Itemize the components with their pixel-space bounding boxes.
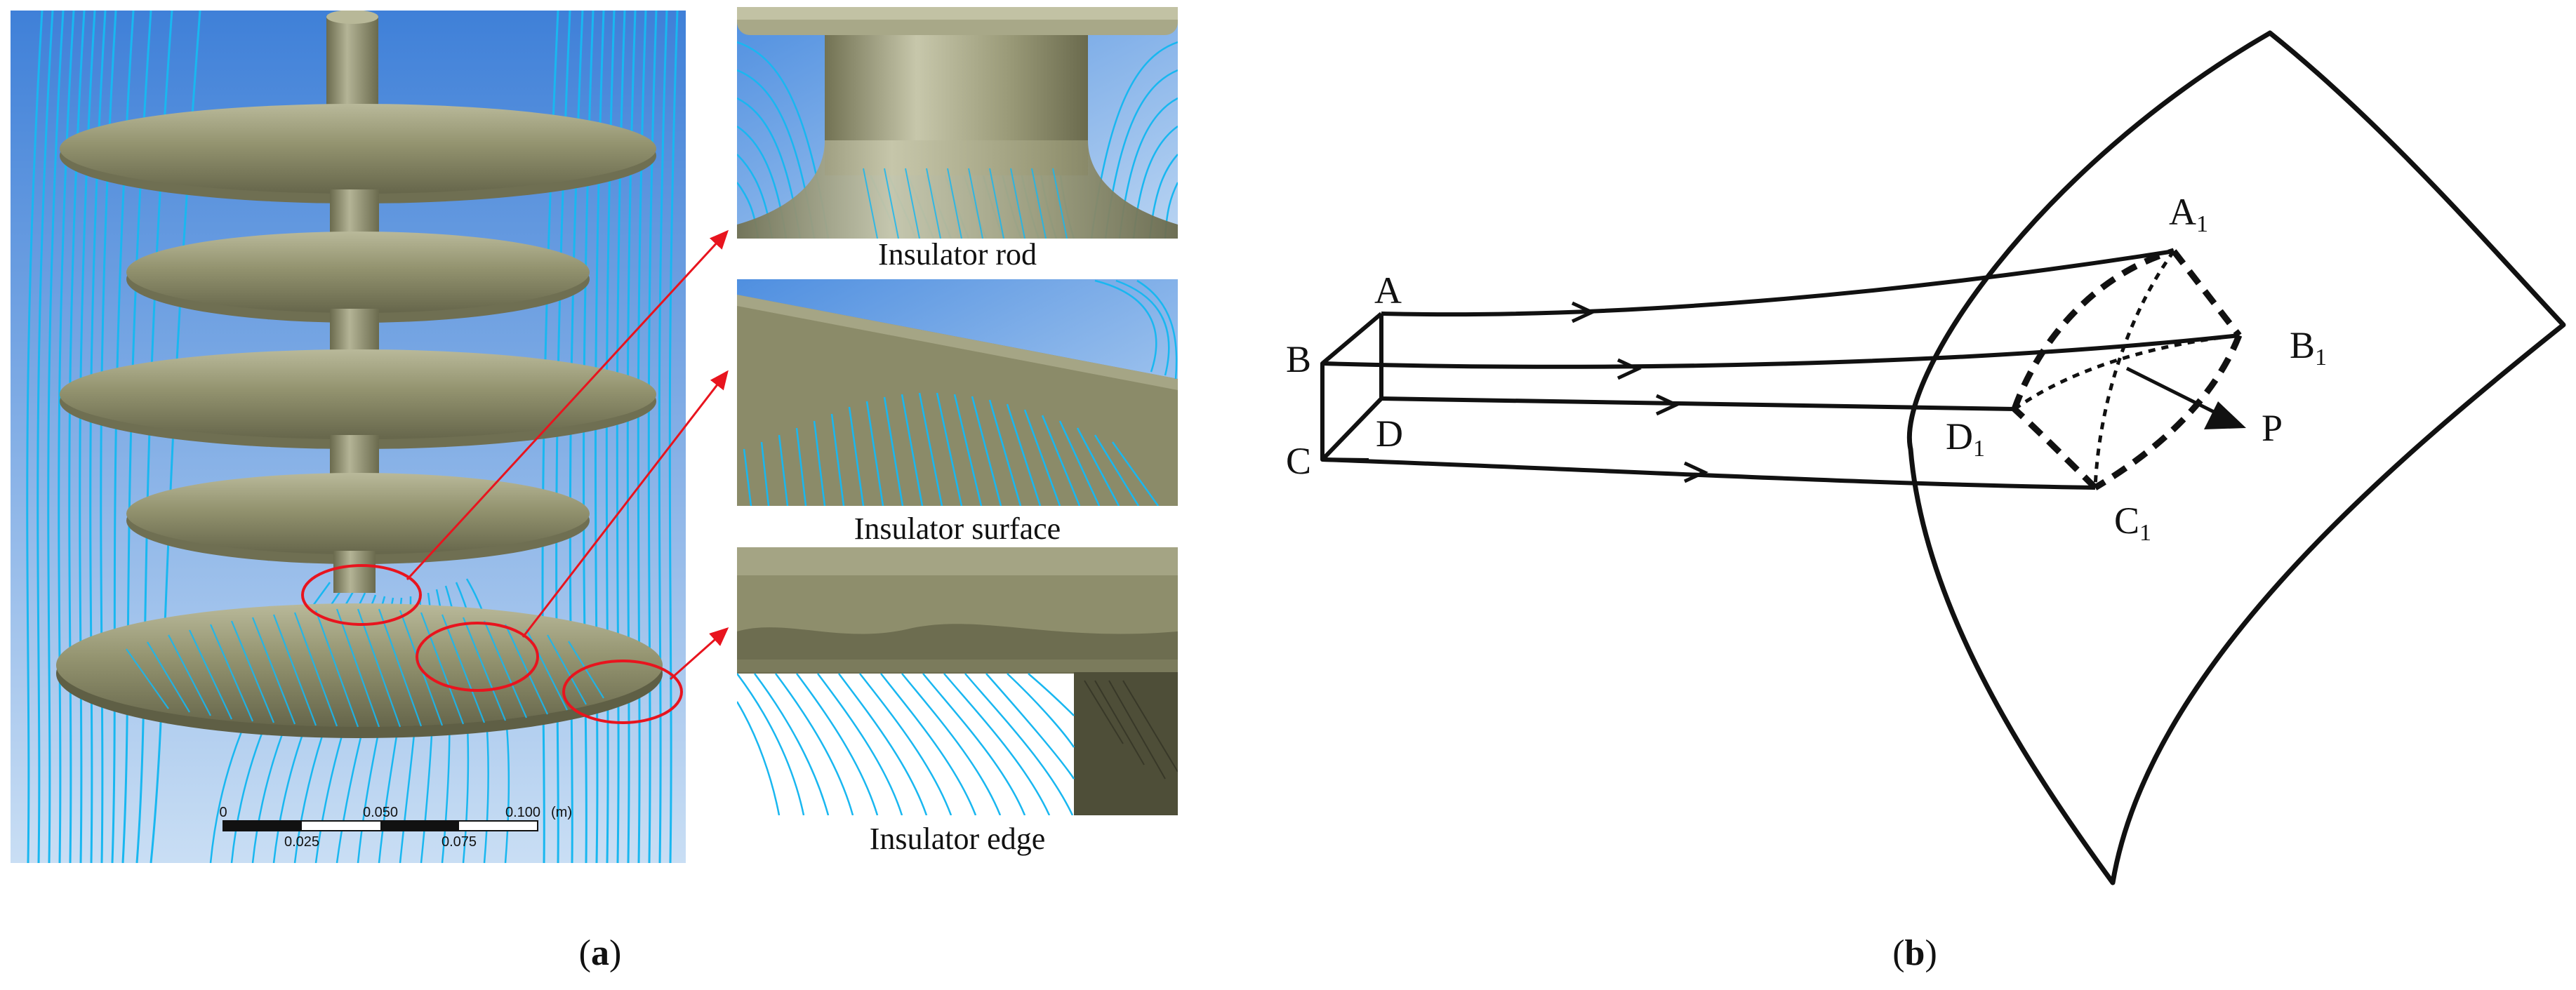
diag-d1-b1 — [2013, 333, 2240, 411]
flow-arrow-d — [1655, 394, 1680, 416]
flow-arrow-a — [1571, 301, 1596, 323]
rod-top-cap — [326, 11, 378, 24]
callout-rod — [301, 564, 422, 626]
label-b1: B1 — [2290, 324, 2327, 370]
stream-tubes — [1322, 249, 2240, 490]
main-simulation-view — [11, 11, 686, 863]
end-section — [2011, 248, 2243, 490]
panel-a-label: (a) — [579, 933, 622, 973]
callout-surface — [416, 622, 539, 692]
edge-d1-a1 — [2011, 248, 2175, 410]
surface-patch — [1907, 30, 2566, 885]
label-p: P — [2262, 407, 2283, 449]
diag-a1-c1 — [2093, 250, 2176, 488]
shed-3 — [60, 349, 656, 449]
streamlines-right — [541, 11, 679, 863]
normal-vector — [2125, 366, 2246, 429]
label-a1: A1 — [2169, 191, 2208, 237]
scale-label-0: 0 — [219, 805, 227, 820]
scale-unit: (m) — [551, 805, 572, 820]
scale-label-0-025: 0.025 — [284, 834, 319, 850]
callout-arrows — [406, 229, 729, 681]
inset-rod: Insulator rod — [737, 7, 1178, 272]
edge-b1-c1 — [2093, 334, 2243, 490]
point-labels: A B C D A1 B1 D1 C1 P — [1286, 191, 2327, 546]
rod-segment-4 — [333, 551, 376, 593]
inset-edge-caption: Insulator edge — [870, 822, 1045, 856]
label-a: A — [1374, 269, 1402, 312]
inset-rod-caption: Insulator rod — [878, 237, 1037, 272]
shed-2 — [126, 232, 590, 323]
rod-top — [326, 15, 378, 114]
flow-arrow-c — [1683, 461, 1708, 483]
scale-label-0-050: 0.050 — [363, 805, 398, 820]
panel-a: 0 0.050 0.100 (m) 0.025 0.075 — [11, 7, 1178, 973]
label-d: D — [1376, 413, 1403, 455]
inset-surface-caption: Insulator surface — [854, 511, 1061, 546]
inset-edge: Insulator edge — [737, 547, 1178, 856]
flux-box — [1320, 312, 1383, 462]
shed-1 — [60, 104, 656, 203]
panel-b: A B C D A1 B1 D1 C1 P (b) — [1286, 30, 2566, 973]
flow-arrows — [1571, 301, 1708, 483]
tube-c — [1322, 457, 2096, 490]
callout-arrow-edge — [670, 627, 729, 681]
edge-a1-b1 — [2171, 249, 2242, 337]
shed-4 — [126, 473, 590, 564]
flow-arrow-b — [1616, 358, 1642, 380]
label-c1: C1 — [2114, 500, 2151, 546]
edge-c1-d1 — [2012, 406, 2098, 490]
callouts — [301, 564, 683, 724]
label-b: B — [1286, 338, 1311, 380]
scale-bar: 0 0.050 0.100 (m) 0.025 0.075 — [219, 805, 572, 850]
shed-bottom — [56, 603, 663, 738]
callout-edge — [562, 660, 683, 724]
label-d1: D1 — [1946, 415, 1985, 462]
label-c: C — [1286, 440, 1311, 482]
callout-arrow-rod — [406, 229, 729, 581]
callout-arrow-surface — [522, 370, 729, 638]
tube-b — [1322, 333, 2240, 369]
streamlines-left — [26, 11, 201, 863]
panel-b-label: (b) — [1892, 933, 1937, 973]
tube-d — [1381, 396, 2015, 411]
scale-label-0-100: 0.100 — [505, 805, 540, 820]
tube-a — [1381, 249, 2175, 317]
inset-surface: Insulator surface — [737, 279, 1178, 546]
scale-label-0-075: 0.075 — [441, 834, 477, 850]
